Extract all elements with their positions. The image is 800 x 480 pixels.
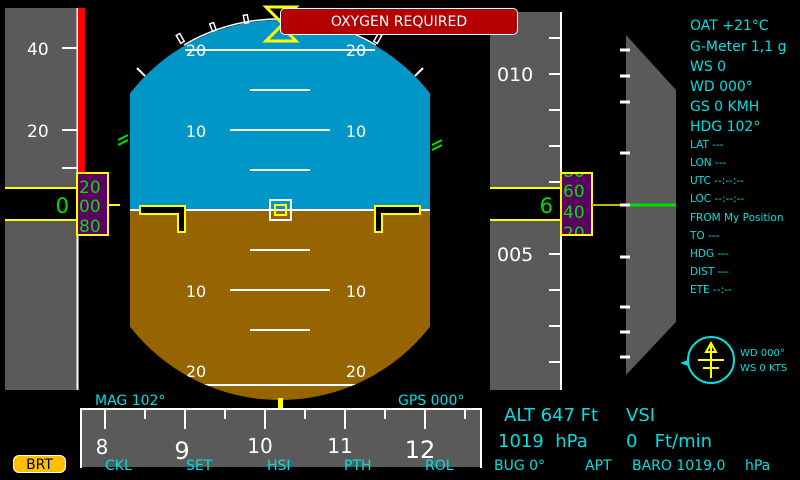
airspeed-tape: 40 20 0 20 00 80: [5, 8, 120, 390]
wind-direction: WD 000°: [740, 348, 785, 359]
altitude-roller-digit: 60: [563, 182, 585, 202]
speed-roller-digit: 20: [79, 178, 101, 198]
vertical-speed-indicator: [620, 35, 676, 375]
nav-to: TO ---: [690, 230, 720, 242]
local-time: LOC --:--:--: [690, 193, 745, 205]
heading-pointer: [278, 398, 283, 408]
latitude: LAT ---: [690, 139, 724, 151]
pitch-label: 10: [346, 282, 366, 301]
wind-speed: WS 0 KTS: [740, 363, 787, 374]
nav-ete: ETE --:--: [690, 284, 732, 296]
speed-red-band: [78, 8, 85, 172]
bank-limit-marks: [117, 134, 443, 151]
sky: [130, 20, 430, 210]
oxygen-required-alert: OXYGEN REQUIRED: [280, 8, 518, 35]
altitude-label: 010: [497, 64, 533, 86]
bug-button[interactable]: BUG 0°: [494, 458, 545, 474]
apt-button[interactable]: APT: [585, 458, 612, 474]
brightness-button[interactable]: BRT: [13, 455, 66, 473]
heading-label: 12: [405, 436, 436, 464]
hsi-button[interactable]: HSI: [267, 458, 291, 474]
heading-label: 10: [247, 434, 272, 458]
altitude-readout: 6: [540, 194, 553, 218]
oat: OAT +21°C: [690, 18, 769, 34]
nav-distance: DIST ---: [690, 266, 729, 278]
vertical-speed-value: 0 Ft/min: [626, 431, 712, 452]
heading-info: HDG 102°: [690, 119, 761, 135]
pitch-label: 10: [186, 122, 206, 141]
pitch-label: 20: [346, 362, 366, 381]
speed-label: 20: [27, 122, 49, 142]
ckl-button[interactable]: CKL: [105, 458, 132, 474]
wind-direction-info: WD 000°: [690, 79, 753, 95]
nav-from: FROM My Position: [690, 212, 784, 224]
heading-label: 11: [327, 434, 352, 458]
pth-button[interactable]: PTH: [344, 458, 372, 474]
speed-roller-digit: 00: [79, 197, 101, 217]
altitude-tape: 010 005 6 80 60 40 20: [490, 12, 626, 390]
aircraft-symbol-icon: [139, 199, 421, 233]
pitch-ladder: [185, 49, 375, 386]
g-meter: G-Meter 1,1 g: [690, 39, 787, 55]
gps-heading: GPS 000°: [398, 393, 464, 409]
baro-unit: hPa: [745, 458, 770, 474]
pitch-label: 20: [186, 362, 206, 381]
wind-indicator-icon: [680, 336, 735, 384]
baro-setting[interactable]: BARO 1019,0: [632, 458, 725, 474]
altitude-roller-digit: 80: [563, 162, 585, 182]
altitude-roller-digit: 40: [563, 203, 585, 223]
speed-label: 40: [27, 40, 49, 60]
ground-speed: GS 0 KMH: [690, 99, 760, 115]
heading-label: 9: [174, 437, 189, 465]
pitch-label: 20: [346, 41, 366, 60]
speed-roller-digit: 80: [79, 217, 101, 237]
longitude: LON ---: [690, 157, 727, 169]
pitch-label: 10: [186, 282, 206, 301]
rol-button[interactable]: ROL: [425, 458, 454, 474]
utc-time: UTC --:--:--: [690, 175, 744, 187]
altitude-label: 005: [497, 244, 533, 266]
vsi-label: VSI: [626, 405, 655, 426]
altitude-roller-digit: 20: [563, 224, 585, 244]
pitch-label: 10: [346, 122, 366, 141]
heading-label: 8: [96, 435, 109, 459]
ground: [130, 210, 430, 400]
nav-heading: HDG ---: [690, 248, 729, 260]
altitude-value: ALT 647 Ft: [504, 405, 598, 426]
attitude-indicator: 20 20 10 10 10 10 20 20: [130, 20, 430, 400]
speed-readout: 0: [56, 194, 69, 218]
baro-hpa: 1019 hPa: [498, 431, 588, 452]
set-button[interactable]: SET: [186, 458, 213, 474]
heading-tape[interactable]: 8 9 10 11 12: [80, 398, 482, 468]
pitch-label: 20: [186, 41, 206, 60]
wind-speed-info: WS 0: [690, 59, 727, 75]
mag-heading: MAG 102°: [95, 393, 165, 409]
